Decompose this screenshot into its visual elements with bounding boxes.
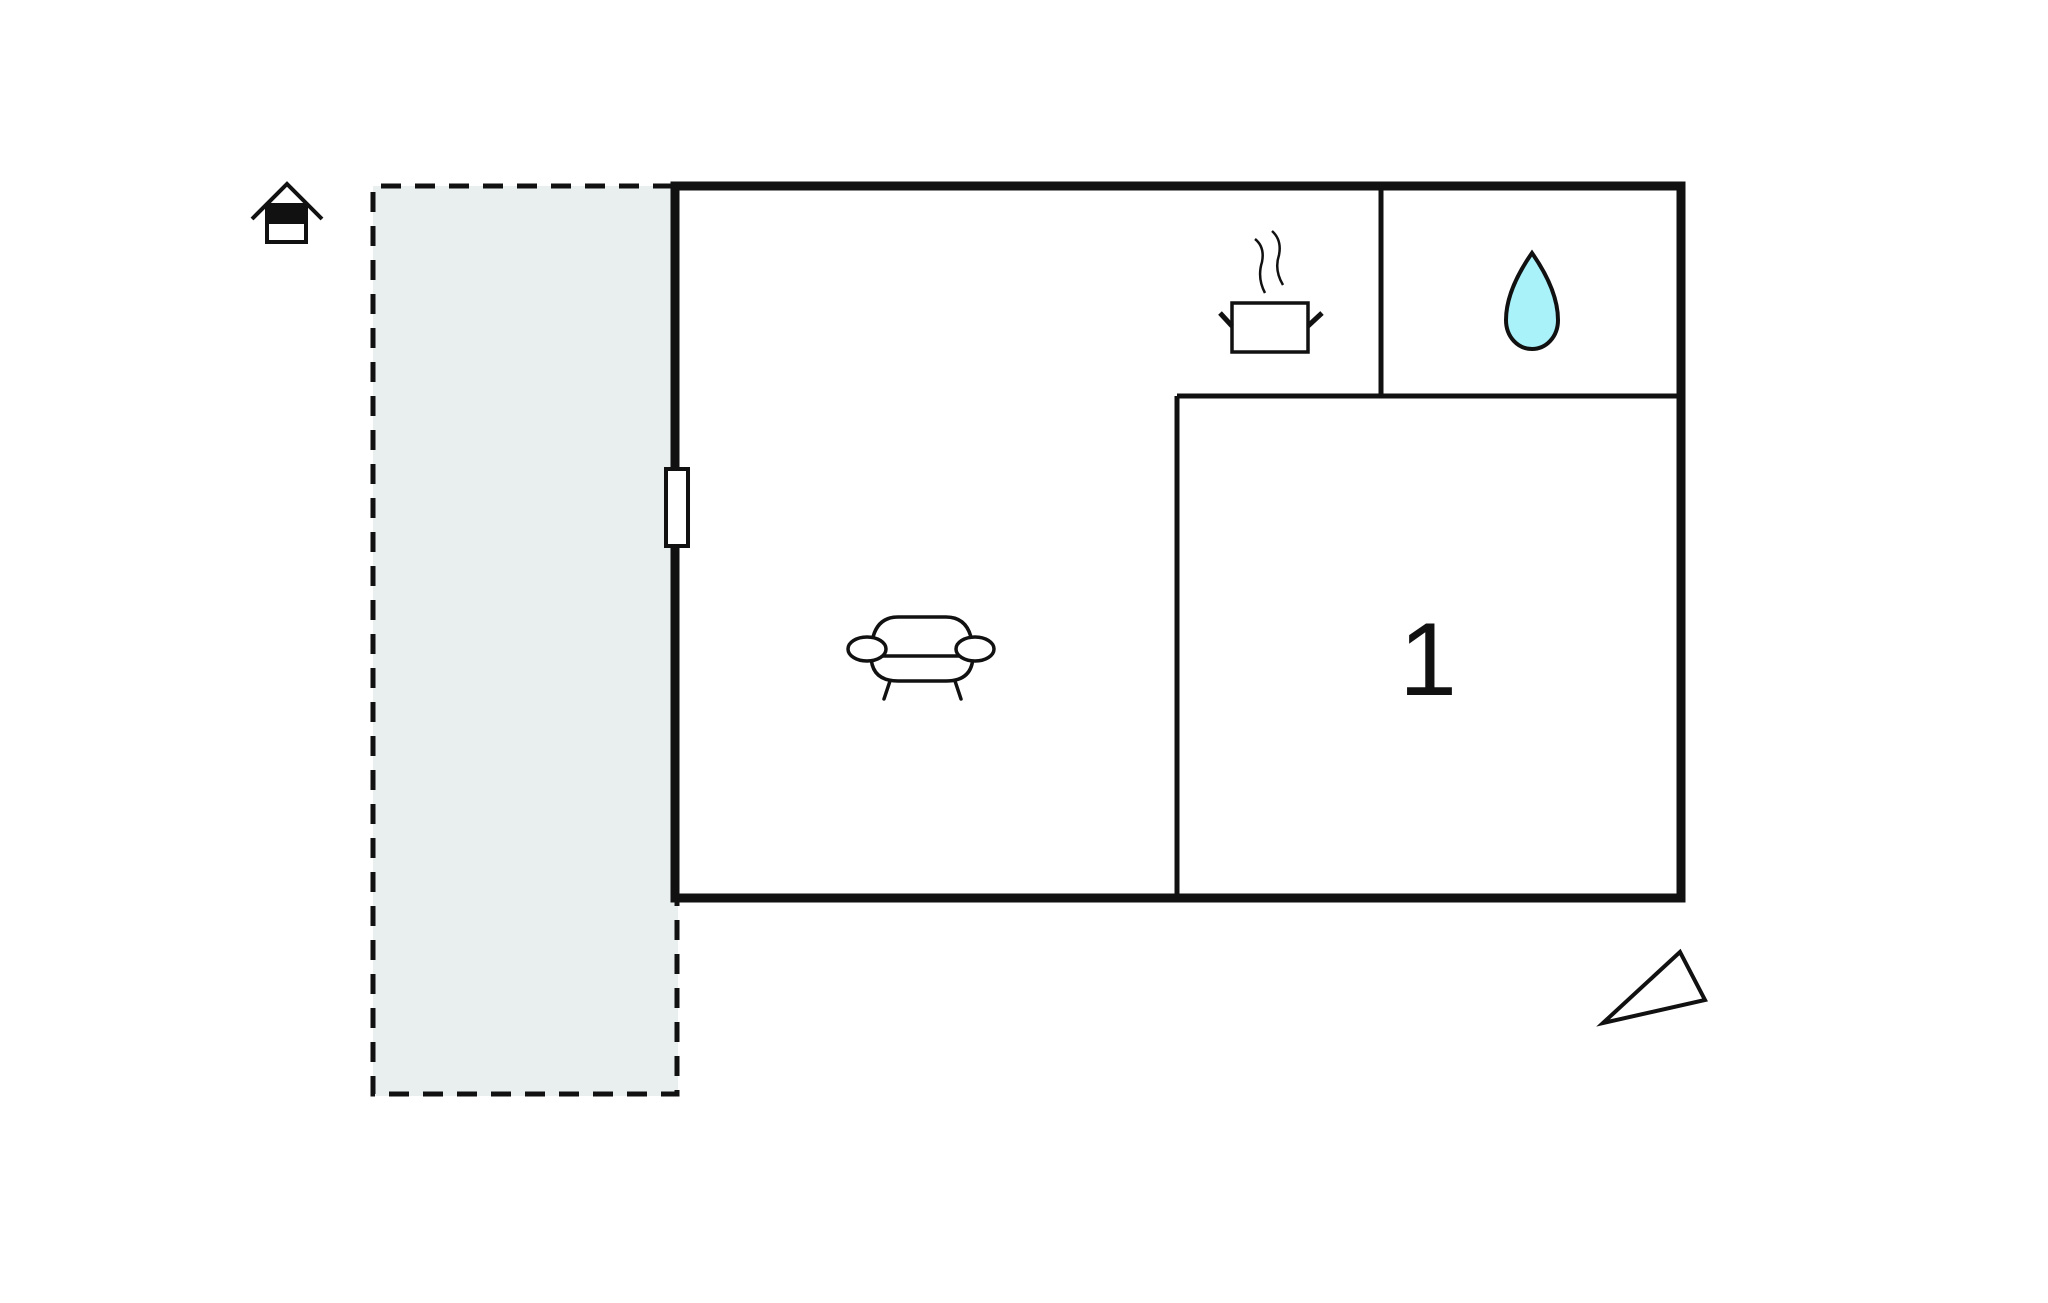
interior-walls bbox=[1174, 189, 1677, 894]
house-entrance-icon bbox=[250, 181, 324, 244]
cooking-pot-icon bbox=[1218, 230, 1324, 354]
entrance-door bbox=[664, 467, 690, 548]
view-direction-icon bbox=[1596, 948, 1708, 1027]
water-drop-icon bbox=[1503, 249, 1561, 352]
terrace-area bbox=[370, 183, 680, 1097]
bedroom-label: 1 bbox=[1399, 602, 1457, 718]
sofa-icon bbox=[846, 615, 996, 701]
